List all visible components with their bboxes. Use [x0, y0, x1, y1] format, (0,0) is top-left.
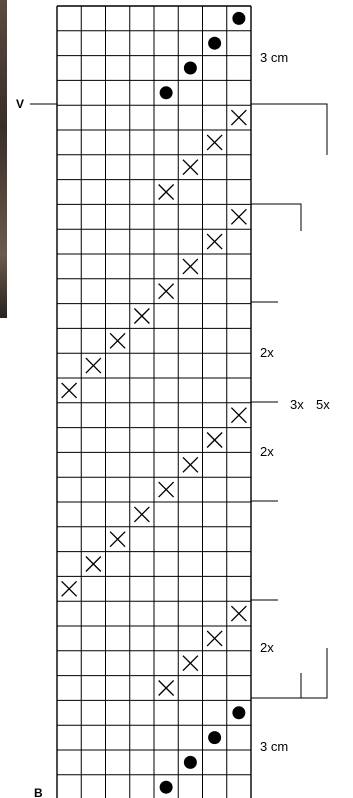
label-rep-upper: 2x [260, 345, 274, 360]
stitch-cross-symbol [159, 185, 174, 200]
stitch-cross-symbol [62, 383, 77, 398]
label-b: B [34, 786, 43, 798]
stitch-cross-symbol [207, 433, 222, 448]
stitch-cross-symbol [183, 656, 198, 671]
label-rep-5x: 5x [316, 397, 330, 412]
stitch-dot-symbol [208, 37, 221, 50]
stitch-dot-symbol [184, 62, 197, 75]
label-v: V [16, 97, 24, 111]
stitch-cross-symbol [207, 234, 222, 249]
label-top-cm: 3 cm [260, 50, 288, 65]
stitch-cross-symbol [231, 606, 246, 621]
stitch-cross-symbol [159, 681, 174, 696]
stitch-dot-symbol [184, 756, 197, 769]
stitch-cross-symbol [183, 457, 198, 472]
stitch-cross-symbol [110, 532, 125, 547]
stitch-dot-symbol [208, 731, 221, 744]
label-rep-mid: 2x [260, 444, 274, 459]
stitch-cross-symbol [62, 581, 77, 596]
label-rep-3x: 3x [290, 397, 304, 412]
stitch-cross-symbol [86, 358, 101, 373]
stitch-cross-symbol [110, 333, 125, 348]
stitch-cross-symbol [159, 482, 174, 497]
bracket-bottom-outer [251, 648, 327, 698]
label-rep-lower: 2x [260, 640, 274, 655]
stitch-dot-symbol [160, 781, 173, 794]
stitch-dot-symbol [232, 12, 245, 25]
stitch-cross-symbol [159, 284, 174, 299]
stitch-cross-symbol [86, 557, 101, 572]
stitch-cross-symbol [207, 631, 222, 646]
label-bottom-cm: 3 cm [260, 739, 288, 754]
stitch-cross-symbol [134, 309, 149, 324]
chart-grid [57, 6, 251, 798]
stitch-cross-symbol [183, 160, 198, 175]
bracket-top-outer [251, 104, 327, 155]
stitch-cross-symbol [231, 209, 246, 224]
stitch-dot-symbol [232, 706, 245, 719]
stitch-cross-symbol [231, 408, 246, 423]
stitch-cross-symbol [134, 507, 149, 522]
stitch-cross-symbol [183, 259, 198, 274]
bracket-top-inner [251, 204, 301, 231]
stitch-cross-symbol [207, 135, 222, 150]
stitch-cross-symbol [231, 110, 246, 125]
stitch-dot-symbol [160, 86, 173, 99]
